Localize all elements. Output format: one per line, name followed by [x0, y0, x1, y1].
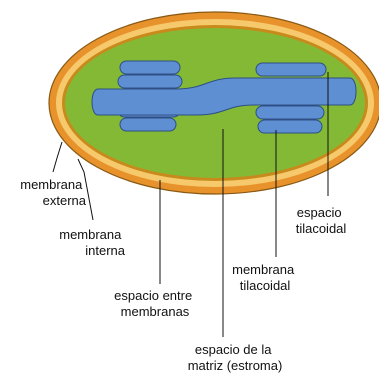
label-membrana-externa: membrana externa: [20, 177, 87, 208]
thylakoid-disc: [118, 75, 182, 88]
thylakoid-disc: [256, 106, 324, 119]
label-espacio-entre-membranas: espacio entre membranas: [114, 288, 196, 319]
thylakoid-disc: [120, 118, 176, 131]
thylakoid-disc: [258, 120, 322, 133]
leader-membrana-externa: [53, 142, 62, 172]
label-membrana-interna: membrana interna: [59, 227, 126, 258]
thylakoid-disc: [256, 63, 326, 76]
label-membrana-tilacoidal: membrana tilacoidal: [232, 262, 298, 293]
label-espacio-tilacoidal: espacio tilacoidal: [296, 205, 347, 236]
thylakoid-disc: [120, 61, 180, 74]
label-espacio-matriz: espacio de la matriz (estroma): [188, 342, 283, 373]
